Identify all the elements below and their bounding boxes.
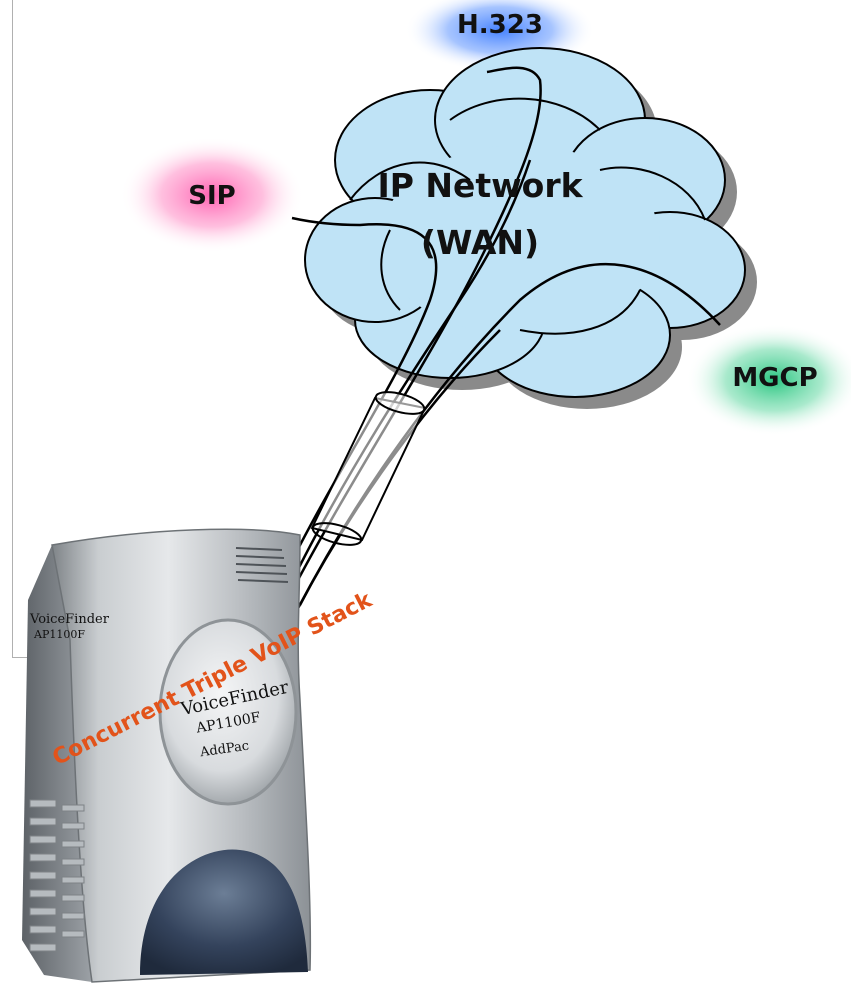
device-dome [140,849,308,975]
cloud-fill-core [380,145,660,335]
mgcp-label: MGCP [732,363,818,393]
network-label-line2: (WAN) [420,223,540,262]
network-label-line1: IP Network [377,166,583,205]
device-badge [158,618,298,806]
device-vent [235,547,289,583]
sip-label: SIP [188,181,236,211]
mgcp-glow [686,324,851,436]
sip-glow [120,137,304,253]
device-led-panel [29,799,85,952]
voicefinder-device [22,528,312,983]
h323-label: H.323 [457,10,543,40]
frame-left-line [12,0,13,658]
cloud-inner-arcs [349,97,706,335]
device-side-model: AP1100F [34,628,85,641]
cable-conduit [310,391,427,546]
device-side-brand: VoiceFinder [30,612,109,627]
